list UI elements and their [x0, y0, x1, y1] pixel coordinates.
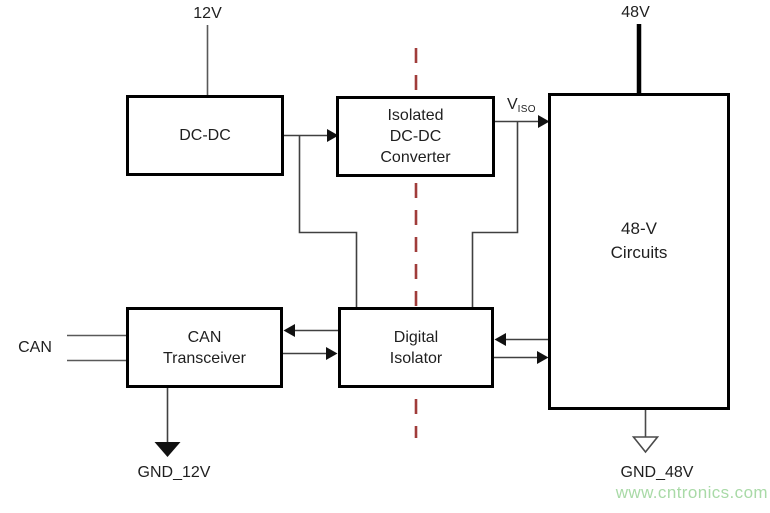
block-48v-circuits: 48-V Circuits — [548, 93, 730, 410]
supply-48v-label: 48V — [621, 4, 650, 21]
isolator-to-can-arrowhead-icon — [283, 324, 295, 337]
gnd48v-ground-symbol-icon — [631, 436, 660, 454]
viso-label-subscript: ISO — [517, 104, 536, 115]
dcdc-to-digital-isolator-branch — [298, 135, 358, 308]
viso-to-digital-isolator-branch — [471, 121, 519, 308]
viso-arrowhead-icon — [538, 115, 550, 128]
dcdc-to-isolated-arrowhead-icon — [327, 129, 339, 142]
block-digital-isolator: Digital Isolator — [338, 307, 494, 388]
isolator-to-48v-arrowhead-icon — [537, 351, 549, 364]
block-can-transceiver: CAN Transceiver — [126, 307, 283, 388]
watermark-text: www.cntronics.com — [615, 483, 768, 502]
gnd12v-arrowhead-icon — [154, 442, 181, 457]
can-to-isolator-arrowhead-icon — [326, 347, 338, 360]
block-can-transceiver-label: CAN Transceiver — [163, 328, 246, 367]
block-isolated-dc-dc-converter-label: Isolated DC-DC Converter — [380, 107, 451, 166]
block-dc-dc: DC-DC — [126, 95, 284, 176]
gnd-12v-label: GND_12V — [137, 464, 211, 481]
48v-to-isolator-arrowhead-icon — [494, 333, 506, 346]
block-isolated-dc-dc-converter: Isolated DC-DC Converter — [336, 96, 495, 177]
gnd-48v-label: GND_48V — [620, 464, 694, 481]
block-dc-dc-label: DC-DC — [179, 127, 231, 144]
viso-label-main: V — [507, 96, 518, 113]
can-bus-label: CAN — [18, 339, 52, 356]
supply-12v-label: 12V — [193, 5, 222, 22]
block-48v-circuits-label: 48-V Circuits — [610, 218, 668, 262]
block-digital-isolator-label: Digital Isolator — [389, 328, 443, 367]
viso-label: VISO — [507, 96, 536, 119]
